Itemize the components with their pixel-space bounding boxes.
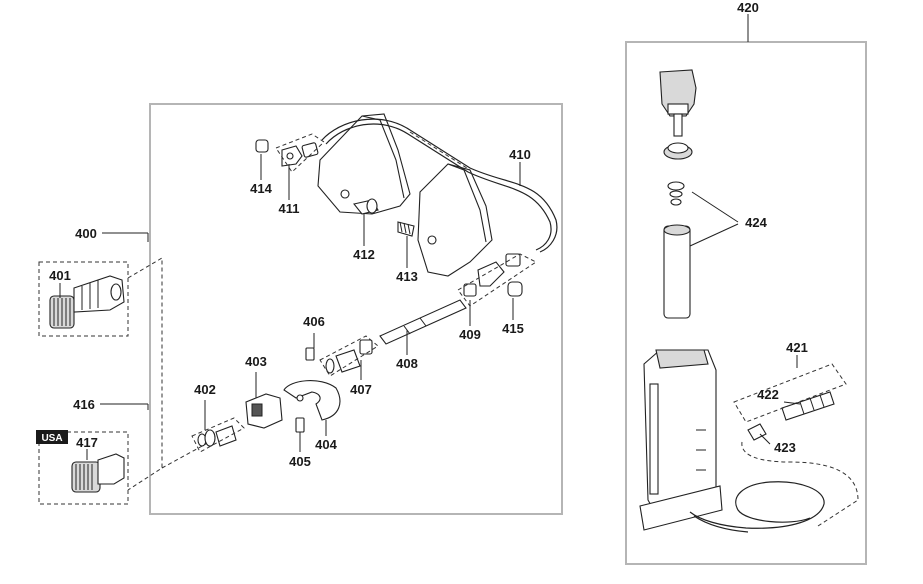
cap-415 — [507, 281, 523, 297]
housing-403 — [245, 393, 283, 429]
hose-410 — [321, 118, 558, 253]
callout-406: 406 — [303, 314, 325, 329]
callout-423: 423 — [774, 440, 796, 455]
callout-410: 410 — [509, 147, 531, 162]
callout-421: 421 — [786, 340, 808, 355]
tank-assembly-frame — [625, 41, 867, 565]
fitting-411 — [281, 142, 319, 167]
nut-414 — [255, 139, 269, 153]
usa-region-badge — [36, 430, 68, 444]
nozzle-401 — [49, 275, 125, 329]
gun-housing-half-right — [417, 163, 493, 277]
callout-403: 403 — [245, 354, 267, 369]
screw-413 — [397, 221, 415, 237]
callout-409: 409 — [459, 327, 481, 342]
spray-wand-422 — [781, 391, 835, 421]
usa-badge-label: USA — [41, 433, 62, 444]
callout-407: 407 — [350, 382, 372, 397]
nozzle-417 — [71, 453, 125, 493]
group-box-417 — [38, 431, 129, 505]
nozzle-parts-402 — [197, 425, 237, 447]
callout-401: 401 — [49, 268, 71, 283]
screw-412 — [353, 198, 379, 215]
callout-416: 416 — [73, 397, 95, 412]
dash-link-400 — [127, 257, 163, 491]
callout-422: 422 — [757, 387, 779, 402]
callout-415: 415 — [502, 321, 524, 336]
gun-housing-half-left — [317, 113, 411, 215]
callout-408: 408 — [396, 356, 418, 371]
dash-box-421 — [733, 363, 847, 423]
callout-420: 420 — [737, 0, 759, 15]
callout-424: 424 — [745, 215, 767, 230]
dash-box-409 — [457, 253, 537, 307]
callout-404: 404 — [315, 437, 337, 452]
callout-411: 411 — [279, 201, 300, 216]
handle-top-420 — [659, 69, 697, 137]
tank-hose — [689, 481, 825, 529]
tank-body — [639, 349, 723, 531]
callout-417: 417 — [76, 435, 98, 450]
callout-412: 412 — [353, 247, 375, 262]
dash-box-402 — [191, 417, 245, 453]
group-box-401 — [38, 261, 129, 337]
screw-405 — [295, 417, 305, 433]
fitting-409 — [463, 253, 521, 297]
callout-400: 400 — [75, 226, 97, 241]
callout-413: 413 — [396, 269, 418, 284]
leader-lines — [59, 14, 801, 460]
callout-402: 402 — [194, 382, 216, 397]
screw-406 — [305, 347, 315, 361]
main-assembly-frame — [149, 103, 563, 515]
plunger-disc — [663, 142, 693, 160]
seals-424 — [667, 181, 685, 206]
pump-cylinder — [663, 224, 691, 319]
connector-407 — [325, 339, 373, 374]
dash-box-411 — [275, 133, 325, 173]
callout-414: 414 — [250, 181, 272, 196]
callout-405: 405 — [289, 454, 311, 469]
bracket-404 — [283, 380, 341, 421]
